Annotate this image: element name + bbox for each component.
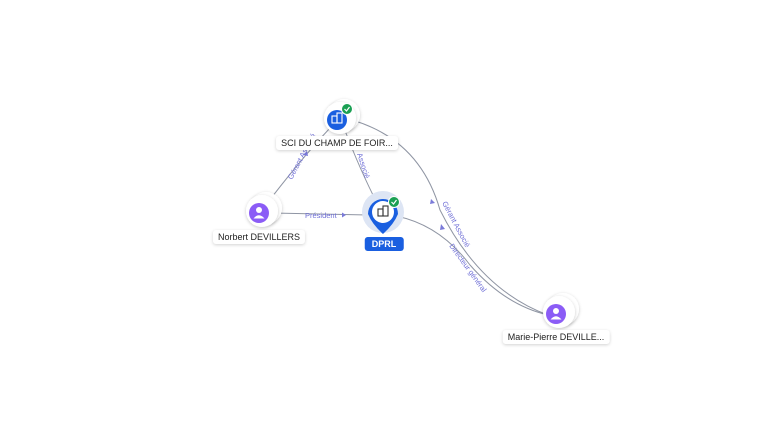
- edge-label-sci-dprl: Associé: [355, 152, 372, 180]
- arrow-sci-marie: [430, 199, 435, 204]
- edge-dprl-marie[interactable]: [395, 215, 549, 316]
- verified-badge-icon: [388, 196, 400, 208]
- node-label-norbert[interactable]: Norbert DEVILLERS: [212, 230, 306, 244]
- node-norbert[interactable]: [246, 192, 282, 227]
- edge-label-dprl-marie: Directeur général: [447, 242, 488, 294]
- arrow-president: [342, 212, 346, 218]
- node-dprl[interactable]: [362, 191, 404, 234]
- node-label-marie[interactable]: Marie-Pierre DEVILLE...: [502, 330, 610, 344]
- node-label-dprl[interactable]: DPRL: [364, 237, 404, 251]
- company-icon: [377, 205, 389, 217]
- node-marie[interactable]: [543, 293, 579, 328]
- verified-badge-icon: [341, 103, 353, 115]
- edge-norbert-dprl[interactable]: [271, 212, 369, 216]
- edge-label-norbert-dprl: Président: [305, 211, 338, 220]
- node-label-sci[interactable]: SCI DU CHAMP DE FOIR...: [276, 136, 398, 150]
- node-sci[interactable]: [324, 99, 360, 134]
- person-icon: [253, 207, 265, 219]
- arrow-norbert-sci: [303, 151, 308, 156]
- company-icon: [331, 112, 343, 124]
- person-icon: [550, 308, 562, 320]
- arrow-dprl-marie: [440, 224, 445, 230]
- edge-label-sci-marie: Gérant Associé: [440, 200, 472, 249]
